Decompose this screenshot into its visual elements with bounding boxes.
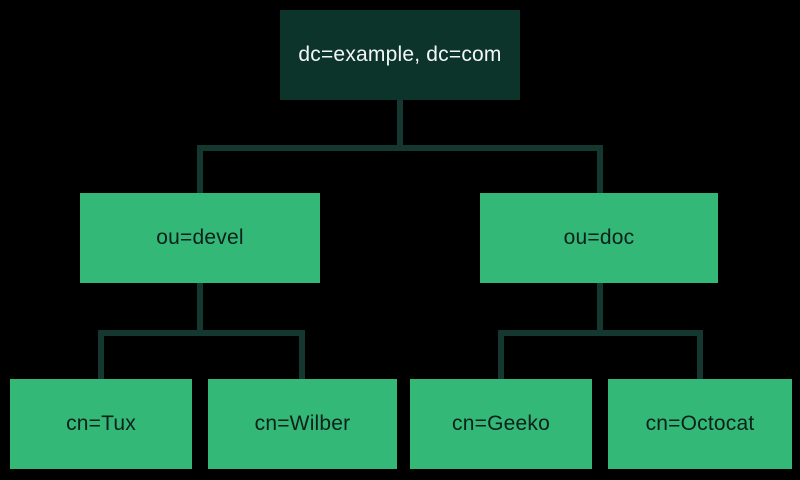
node-root-dc: dc=example, dc=com xyxy=(280,10,520,100)
node-cn-tux: cn=Tux xyxy=(10,379,192,469)
connector-devel-stem xyxy=(197,283,203,333)
node-cn-geeko-label: cn=Geeko xyxy=(452,412,550,435)
node-cn-geeko: cn=Geeko xyxy=(410,379,592,469)
node-ou-doc: ou=doc xyxy=(480,193,718,283)
connector-level1-horizontal xyxy=(197,145,603,151)
connector-drop-cn-octocat xyxy=(697,330,703,379)
node-root-label: dc=example, dc=com xyxy=(298,43,502,66)
node-cn-octocat-label: cn=Octocat xyxy=(645,412,755,435)
connector-doc-stem xyxy=(597,283,603,333)
connector-doc-horizontal xyxy=(498,330,703,336)
connector-drop-ou-doc xyxy=(597,145,603,193)
node-cn-tux-label: cn=Tux xyxy=(66,412,136,435)
node-cn-wilber-label: cn=Wilber xyxy=(254,412,351,435)
connector-root-stem xyxy=(397,100,403,148)
connector-drop-cn-geeko xyxy=(498,330,504,379)
connector-drop-ou-devel xyxy=(197,145,203,193)
connector-drop-cn-tux xyxy=(98,330,104,379)
node-cn-octocat: cn=Octocat xyxy=(608,379,792,469)
node-ou-devel: ou=devel xyxy=(80,193,320,283)
connector-devel-horizontal xyxy=(98,330,305,336)
node-cn-wilber: cn=Wilber xyxy=(208,379,397,469)
connector-drop-cn-wilber xyxy=(299,330,305,379)
node-ou-devel-label: ou=devel xyxy=(156,226,244,249)
node-ou-doc-label: ou=doc xyxy=(563,226,635,249)
